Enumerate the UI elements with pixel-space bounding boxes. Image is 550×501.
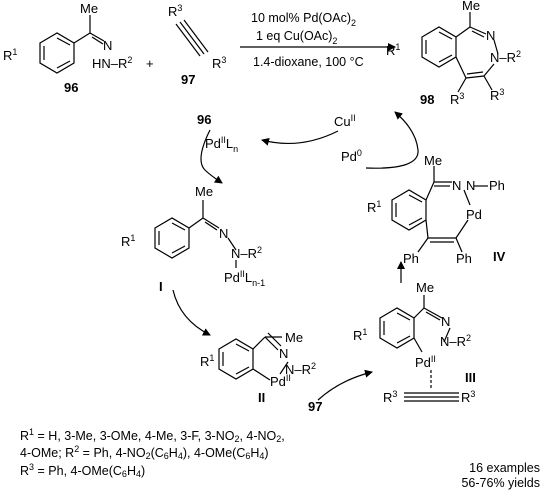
r3-label-bottom: R3 (212, 55, 226, 71)
n-label: N (103, 38, 112, 53)
int-II-n2-r2-label: N–R2 (285, 361, 316, 377)
arrow-coordination (200, 129, 223, 184)
int-III-pd-label: PdII (415, 354, 436, 370)
substrate-96-structure (39, 15, 105, 74)
condition-oxidant: 1 eq Cu(OAc)2 (256, 29, 337, 46)
product-n-label: N (486, 28, 495, 43)
intermediate-IV-structure (391, 166, 488, 253)
int-IV-n1-label: N (452, 178, 461, 193)
int-I-n1-label: N (219, 226, 228, 241)
product-n-r2-label: N–R2 (490, 49, 521, 65)
int-IV-ph-n-label: Ph (489, 178, 505, 193)
intermediate-III-label: III (465, 370, 476, 385)
int-I-r1-label: R1 (121, 233, 135, 249)
pd0-label: Pd0 (341, 148, 362, 164)
methyl-label: Me (80, 1, 98, 16)
int-I-methyl-label: Me (195, 184, 213, 199)
compound-96-label: 96 (64, 80, 78, 95)
compound-98-label: 98 (420, 92, 434, 107)
cycle-96-label: 96 (197, 112, 211, 127)
product-r3-right: R3 (490, 87, 504, 103)
product-r3-left: R3 (450, 91, 464, 107)
int-III-methyl-label: Me (416, 280, 434, 295)
int-IV-ph-left: Ph (403, 251, 419, 266)
product-methyl-label: Me (462, 0, 480, 13)
int-II-methyl-label: Me (285, 330, 303, 345)
int-II-pd-label: PdII (270, 373, 291, 389)
arrow-reductive-elimination (365, 111, 419, 169)
r3-label-top: R3 (168, 3, 182, 19)
int-IV-pd-label: Pd (466, 207, 482, 222)
int-I-n2-r2-label: N–R2 (231, 245, 262, 261)
arrow-alkyne-coordination (317, 369, 373, 401)
int-IV-n2-label: N (466, 178, 475, 193)
int-III-r3-right: R3 (461, 389, 475, 405)
int-II-n1-label: N (279, 346, 288, 361)
int-III-r1-label: R1 (353, 327, 367, 343)
examples-count: 16 examples (469, 461, 540, 475)
condition-catalyst: 10 mol% Pd(OAc)2 (251, 11, 356, 28)
intermediate-II-structure (218, 332, 289, 381)
intermediate-II-label: II (258, 390, 265, 405)
r1-label: R1 (3, 47, 17, 63)
int-IV-methyl-label: Me (424, 153, 442, 168)
compound-97-label: 97 (181, 72, 195, 87)
substituent-line-3: R3 = Ph, 4-OMe(C6H4) (20, 462, 146, 479)
int-III-n2-r2-label: N–R2 (440, 333, 471, 349)
product-r1-label: R1 (386, 42, 400, 58)
alkyne-97-structure (175, 19, 209, 57)
intermediate-IV-label: IV (493, 249, 506, 264)
int-IV-r1-label: R1 (367, 199, 381, 215)
int-III-r3-left: R3 (383, 389, 397, 405)
product-98-structure (421, 12, 499, 93)
intermediate-III-structure (379, 295, 459, 402)
arrow-reoxidation (261, 130, 339, 146)
int-IV-ph-right: Ph (456, 251, 472, 266)
int-II-r1-label: R1 (200, 353, 214, 369)
plus-sign: + (146, 56, 154, 71)
substituent-line-1: R1 = H, 3-Me, 3-OMe, 4-Me, 3-F, 3-NO2, 4… (20, 427, 285, 444)
hn-r2-label: HN–R2 (92, 55, 132, 71)
int-I-pd-label: PdIILn-1 (224, 269, 265, 288)
arrow-cmd (172, 289, 211, 336)
yield-range: 56-76% yields (461, 476, 540, 490)
substituent-line-2: 4-OMe; R2 = Ph, 4-NO2(C6H4), 4-OMe(C6H4) (20, 444, 269, 461)
cu-oxidant-label: CuII (334, 113, 356, 129)
pd-catalyst-label: PdIILn (205, 135, 238, 154)
intermediate-I-structure (154, 200, 237, 268)
cycle-97-label: 97 (308, 399, 322, 414)
scope-stats: 16 examples 56-76% yields (461, 461, 540, 491)
int-III-n1-label: N (441, 314, 450, 329)
intermediate-I-label: I (159, 279, 163, 294)
condition-solvent: 1.4-dioxane, 100 °C (253, 55, 364, 69)
